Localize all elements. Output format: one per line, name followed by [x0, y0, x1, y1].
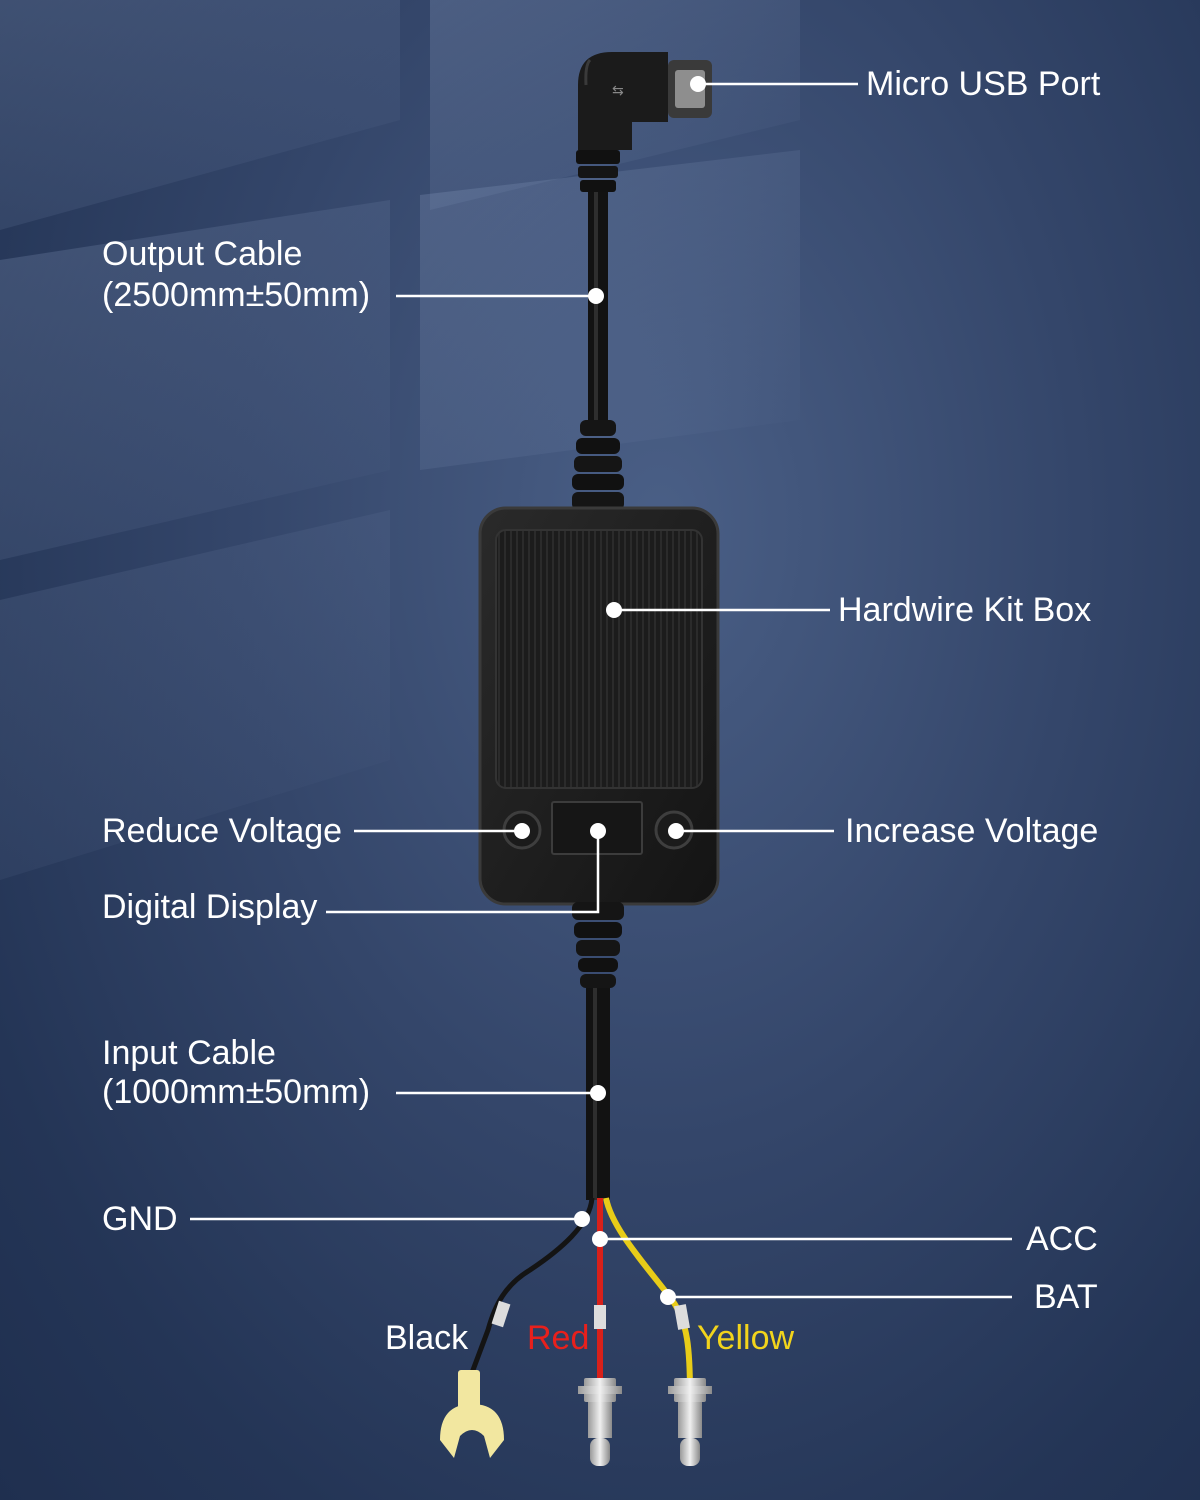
label-input-cable: Input Cable	[102, 1034, 276, 1072]
label-increase-voltage: Increase Voltage	[845, 812, 1099, 850]
label-reduce-voltage: Reduce Voltage	[102, 812, 343, 850]
label-black-wire: Black	[385, 1319, 469, 1357]
micro-usb-connector: ⇆	[576, 52, 712, 192]
label-output-cable: Output Cable	[102, 235, 303, 273]
label-acc: ACC	[1026, 1220, 1098, 1258]
label-hardwire-kit-box: Hardwire Kit Box	[838, 591, 1092, 629]
strain-relief-top	[572, 420, 624, 510]
fork-terminal	[440, 1370, 504, 1458]
red-wire-connector	[578, 1378, 622, 1466]
callout-dots	[514, 76, 706, 1305]
label-output-cable-length: (2500mm±50mm)	[102, 276, 371, 314]
label-digital-display: Digital Display	[102, 888, 318, 926]
label-yellow-wire: Yellow	[697, 1319, 795, 1357]
label-micro-usb-port: Micro USB Port	[866, 65, 1101, 103]
yellow-wire-connector	[668, 1378, 712, 1466]
label-input-cable-length: (1000mm±50mm)	[102, 1073, 371, 1111]
hardwire-kit-box-body	[478, 506, 720, 906]
label-red-wire: Red	[527, 1319, 590, 1357]
label-bat: BAT	[1034, 1278, 1098, 1316]
label-gnd: GND	[102, 1200, 178, 1238]
svg-text:⇆: ⇆	[612, 83, 624, 99]
callout-lines	[190, 82, 1012, 1299]
strain-relief-bottom	[572, 902, 624, 988]
